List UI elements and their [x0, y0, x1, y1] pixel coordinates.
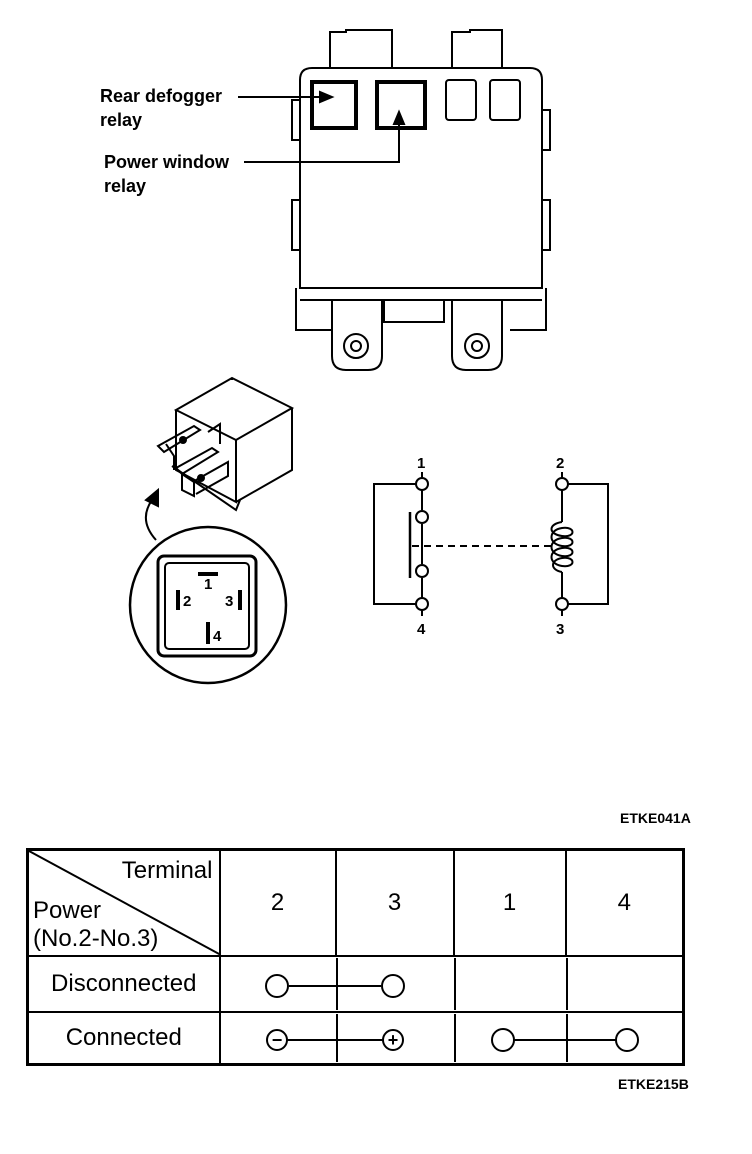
- power-window-label: Power window relay: [104, 150, 229, 198]
- pin-2-blade: [176, 590, 180, 610]
- relay-coil: [550, 521, 574, 573]
- inspection-table: Terminal Power (No.2-No.3) 2 3 1 4 Disco…: [26, 848, 685, 1066]
- terminal-1-dot: [490, 1027, 515, 1052]
- rear-defogger-label: Rear defogger relay: [100, 84, 222, 132]
- table-header-row: Terminal Power (No.2-No.3) 2 3 1 4: [26, 848, 685, 957]
- row-label: Disconnected: [26, 955, 221, 1013]
- terminal-2-dot: [264, 974, 289, 998]
- power-window-label-line1: Power window: [104, 152, 230, 172]
- continuity-disconnected: [264, 958, 568, 1010]
- column-header: 4: [564, 848, 685, 957]
- rear-defogger-label-line2: relay: [100, 110, 143, 130]
- terminal-4-node: [415, 597, 429, 611]
- terminal-2-node: [555, 477, 569, 491]
- relay-socket: [445, 79, 477, 121]
- positive-sign: +: [387, 1030, 398, 1050]
- rear-defogger-label-line1: Rear defogger: [100, 86, 223, 106]
- connector-view: 1 2 3 4: [128, 525, 288, 685]
- row-label: Connected: [26, 1011, 221, 1065]
- relay-schematic: [373, 472, 609, 616]
- schematic-label-3: 3: [556, 621, 564, 638]
- continuity-connected: − +: [265, 1013, 639, 1062]
- header-power-line1: Power: [33, 897, 102, 924]
- figure-code-bottom: ETKE215B: [618, 1076, 689, 1092]
- junction-box: [291, 29, 551, 371]
- relay-3d: [156, 376, 295, 512]
- pin-4-blade: [206, 622, 210, 644]
- pin-4-label: 4: [213, 628, 222, 645]
- power-window-label-line2: relay: [104, 176, 147, 196]
- rear-defogger-relay-socket: [310, 80, 358, 130]
- header-terminal: Terminal: [121, 857, 213, 884]
- pin-2-label: 2: [183, 593, 191, 610]
- relay-figure: 1 2 3 4 1 2 4 3: [128, 29, 609, 685]
- column-header: 2: [218, 848, 337, 957]
- relay-socket: [489, 79, 521, 121]
- table-row: Connected − +: [26, 1011, 685, 1065]
- schematic-label-1: 1: [417, 455, 425, 472]
- continuity-cell: − +: [218, 1011, 685, 1065]
- contact-node: [415, 510, 429, 524]
- leader-rear-defogger: [238, 90, 335, 104]
- negative-sign: −: [271, 1030, 282, 1050]
- contact-node: [415, 564, 429, 578]
- schematic-label-4: 4: [417, 621, 426, 638]
- pin-3-label: 3: [225, 593, 233, 610]
- terminal-3-node: [555, 597, 569, 611]
- schematic-label-2: 2: [556, 455, 564, 472]
- column-header: 1: [452, 848, 567, 957]
- terminal-4-dot: [614, 1027, 639, 1052]
- corner-diagonal: [29, 851, 221, 955]
- continuity-cell: [218, 955, 685, 1013]
- leader-power-window: [244, 109, 406, 163]
- header-power-line2: (No.2-No.3): [33, 925, 159, 952]
- table-row: Disconnected: [26, 955, 685, 1013]
- pin-3-blade: [238, 590, 242, 610]
- pin-1-blade: [198, 572, 218, 576]
- pin-1-label: 1: [204, 576, 212, 593]
- power-window-relay-socket: [375, 80, 427, 130]
- header-power: Power (No.2-No.3): [33, 897, 158, 953]
- terminal-1-node: [415, 477, 429, 491]
- terminal-3-positive: [381, 1028, 404, 1051]
- schematic-terminals: [415, 477, 569, 611]
- column-header: 3: [334, 848, 455, 957]
- figure-code-top: ETKE041A: [620, 810, 691, 826]
- terminal-2-negative: [265, 1028, 288, 1051]
- terminal-3-dot: [380, 974, 405, 998]
- view-arrow: [144, 487, 159, 541]
- table-corner-cell: Terminal Power (No.2-No.3): [26, 848, 221, 957]
